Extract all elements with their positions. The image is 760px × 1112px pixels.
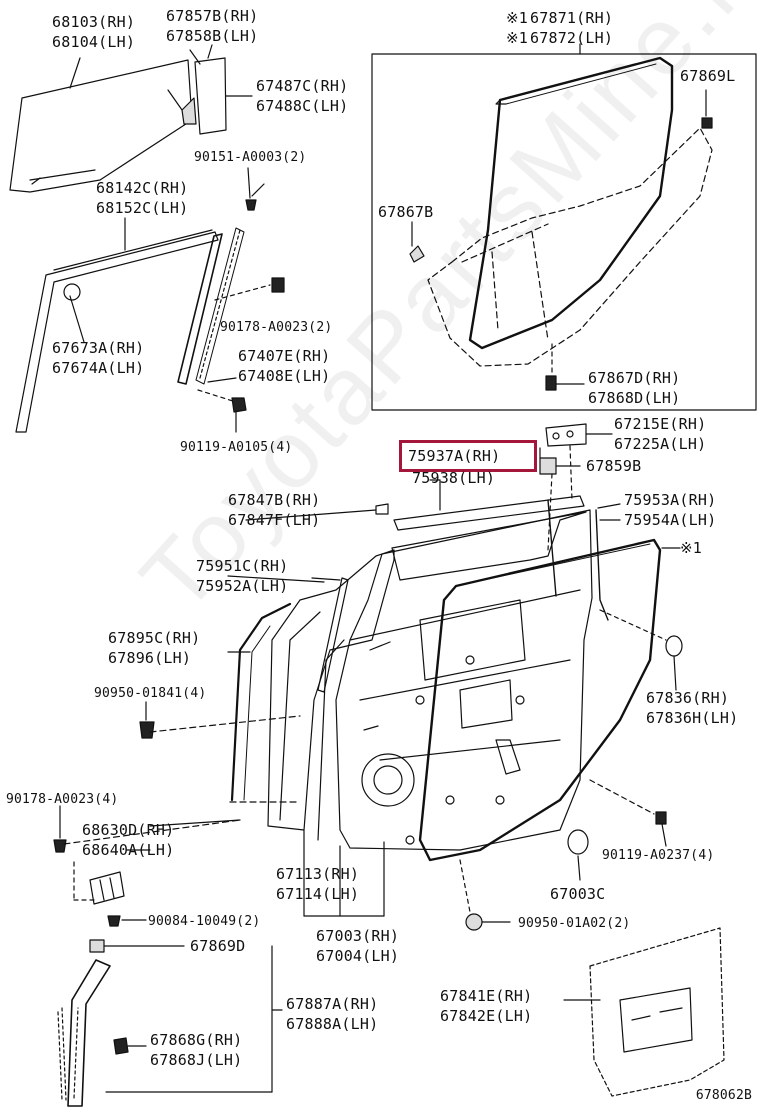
part-label-67868d[interactable]: 67868D(LH) — [588, 389, 681, 407]
part-label-75952a[interactable]: 75952A(LH) — [196, 577, 289, 595]
part-label-90178a[interactable]: 90178-A0023(2) — [220, 320, 333, 335]
quarter-window-piece — [181, 44, 253, 135]
part-label-67407e[interactable]: 67407E(RH) — [238, 347, 331, 365]
clip-90950-01a02 — [459, 859, 511, 931]
leader-lines — [149, 49, 621, 827]
door-panel — [335, 509, 593, 851]
part-label-67857b[interactable]: 67857B(RH) — [166, 7, 259, 25]
part-label-67004[interactable]: 67004(LH) — [316, 947, 400, 965]
part-label-90119b[interactable]: 90119-A0237(4) — [602, 848, 715, 863]
part-label-68630d[interactable]: 68630D(RH) — [82, 821, 175, 839]
part-label-67113[interactable]: 67113(RH) — [276, 865, 360, 883]
part-label-67488c[interactable]: 67488C(LH) — [256, 97, 349, 115]
part-label-90151[interactable]: 90151-A0003(2) — [194, 150, 307, 165]
door-trim-panel — [563, 927, 725, 1097]
part-label-67673a[interactable]: 67673A(RH) — [52, 339, 145, 357]
part-label-75953a[interactable]: 75953A(RH) — [624, 491, 717, 509]
part-label-67896[interactable]: 67896(LH) — [108, 649, 192, 667]
part-label-75937a[interactable]: 75937A(RH) — [408, 447, 501, 465]
part-label-90119a[interactable]: 90119-A0105(4) — [180, 440, 293, 455]
part-label-67867d[interactable]: 67867D(RH) — [588, 369, 681, 387]
weatherstrip-67895c — [227, 602, 301, 803]
clip-90178-a0023-4 — [53, 805, 241, 853]
part-label-67867b[interactable]: 67867B — [378, 203, 434, 221]
part-label-90084[interactable]: 90084-10049(2) — [148, 914, 261, 929]
part-label-67674a[interactable]: 67674A(LH) — [52, 359, 145, 377]
weatherstrip-box — [371, 53, 757, 411]
door-opening-seal — [418, 499, 681, 862]
footnote-mark: ※1 — [506, 29, 528, 47]
part-label-68104[interactable]: 68104(LH) — [52, 33, 136, 51]
weatherstrip-outline — [409, 43, 713, 391]
part-label-67841e[interactable]: 67841E(RH) — [440, 987, 533, 1005]
diagram-code: 678062B — [695, 1088, 752, 1103]
part-label-67842e[interactable]: 67842E(LH) — [440, 1007, 533, 1025]
selected-part-highlight — [399, 440, 537, 472]
bumper-67003c — [567, 829, 589, 881]
channel-67407e — [177, 227, 285, 433]
part-label-67836h[interactable]: 67836H(LH) — [646, 709, 739, 727]
part-label-67887a[interactable]: 67887A(RH) — [286, 995, 379, 1013]
door-outer — [267, 549, 395, 917]
part-number-67871: 67871(RH) — [530, 9, 614, 27]
part-label-67215e[interactable]: 67215E(RH) — [614, 415, 707, 433]
part-label-67836[interactable]: 67836(RH) — [646, 689, 730, 707]
part-label-67859b[interactable]: 67859B — [586, 457, 642, 475]
screw-90119-a0237 — [589, 779, 667, 847]
seal-67673a — [63, 283, 85, 343]
part-label-67003c[interactable]: 67003C — [550, 885, 606, 903]
footnote-mark: ※1 — [506, 9, 528, 27]
screw-90151 — [245, 167, 257, 211]
part-label-67869l[interactable]: 67869L — [680, 67, 736, 85]
footnote-mark-seal: ※1 — [680, 539, 702, 557]
part-label-67888a[interactable]: 67888A(LH) — [286, 1015, 379, 1033]
part-label-67487c[interactable]: 67487C(RH) — [256, 77, 349, 95]
part-label-68142c[interactable]: 68142C(RH) — [96, 179, 189, 197]
part-label-67868g[interactable]: 67868G(RH) — [150, 1031, 243, 1049]
part-label-67225a[interactable]: 67225A(LH) — [614, 435, 707, 453]
clip-90950-01841 — [139, 701, 301, 739]
sash-strip — [311, 577, 349, 693]
hinge-hardware — [539, 423, 613, 551]
part-label-75951c[interactable]: 75951C(RH) — [196, 557, 289, 575]
part-label-90178b[interactable]: 90178-A0023(4) — [6, 792, 119, 807]
lower-moulding — [57, 939, 283, 1107]
plug-67836 — [599, 609, 683, 691]
part-label-67868j[interactable]: 67868J(LH) — [150, 1051, 243, 1069]
part-label-68152c[interactable]: 68152C(LH) — [96, 199, 189, 217]
part-label-67869d[interactable]: 67869D — [190, 937, 246, 955]
hinge-68630d — [73, 849, 151, 927]
part-label-67408e[interactable]: 67408E(LH) — [238, 367, 331, 385]
part-label-68640a[interactable]: 68640A(LH) — [82, 841, 175, 859]
door-glass — [9, 57, 193, 193]
part-label-67847f[interactable]: 67847F(LH) — [228, 511, 321, 529]
part-label-67114[interactable]: 67114(LH) — [276, 885, 360, 903]
part-label-67895c[interactable]: 67895C(RH) — [108, 629, 201, 647]
belt-moulding — [375, 479, 585, 531]
part-label-75954a[interactable]: 75954A(LH) — [624, 511, 717, 529]
part-label-75938[interactable]: 75938(LH) — [412, 469, 496, 487]
part-label-67003[interactable]: 67003(RH) — [316, 927, 400, 945]
part-number-67872: 67872(LH) — [530, 29, 614, 47]
part-label-90950b[interactable]: 90950-01A02(2) — [518, 916, 631, 931]
part-label-90950a[interactable]: 90950-01841(4) — [94, 686, 207, 701]
part-label-67858b[interactable]: 67858B(LH) — [166, 27, 259, 45]
part-label-67847b[interactable]: 67847B(RH) — [228, 491, 321, 509]
run-channel — [15, 217, 219, 433]
part-label-68103[interactable]: 68103(RH) — [52, 13, 136, 31]
